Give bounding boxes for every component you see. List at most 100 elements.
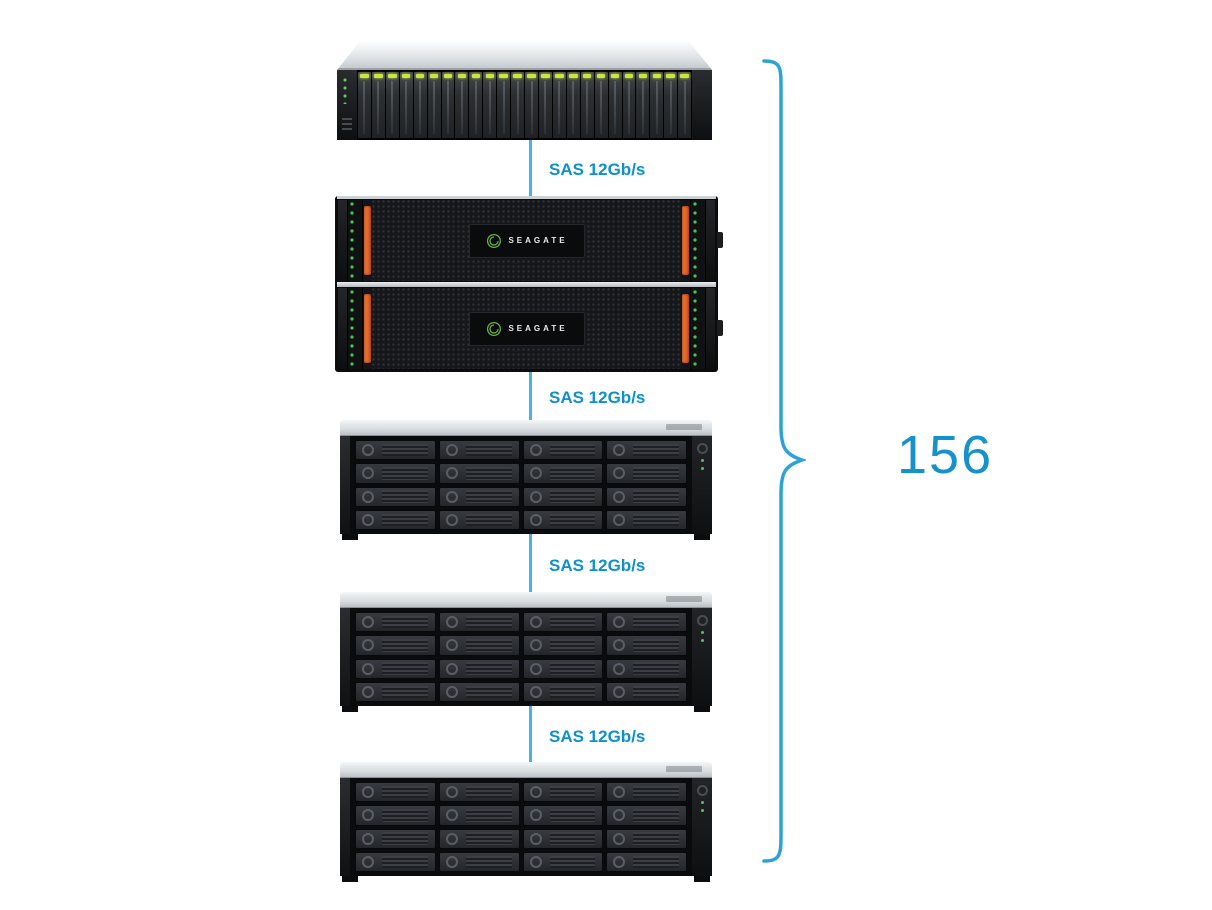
tray-lock-icon	[362, 855, 374, 868]
expansion-left-ear	[340, 778, 350, 876]
drive-tray	[438, 635, 520, 656]
drive-bay-handle	[446, 81, 449, 134]
drive-bay-handle	[669, 81, 672, 134]
seagate-swirl-icon	[486, 321, 501, 336]
drive-activity-led	[513, 74, 522, 78]
drive-activity-led	[666, 74, 675, 78]
drive-tray	[606, 851, 687, 872]
head-unit-right-ear	[692, 70, 712, 140]
drive-tray	[355, 440, 436, 461]
expansion-left-ear	[340, 608, 350, 706]
tray-vents	[382, 832, 428, 845]
seagate-wordmark: SEAGATE	[508, 324, 568, 333]
tray-lock-icon	[613, 685, 626, 698]
module-led-column	[347, 200, 363, 281]
status-panel	[692, 436, 712, 534]
drive-tray-grid	[350, 608, 692, 706]
tray-lock-icon	[529, 685, 542, 698]
status-led	[700, 809, 704, 812]
drive-tray	[438, 658, 520, 679]
drive-tray	[606, 782, 687, 803]
expansion-front-panel	[340, 436, 712, 534]
drive-bay-handle	[516, 81, 519, 134]
tray-vents	[382, 443, 428, 457]
drive-activity-led	[624, 74, 634, 78]
module-left-ear	[338, 200, 347, 281]
tray-vents	[465, 809, 512, 822]
tray-vents	[465, 467, 512, 480]
seagate-wordmark: SEAGATE	[508, 236, 568, 245]
tray-vents	[549, 832, 596, 845]
drive-bay	[525, 72, 538, 138]
drive-tray	[606, 805, 687, 826]
drive-tray	[522, 463, 604, 484]
tray-lock-icon	[529, 639, 542, 652]
tray-vents	[549, 490, 596, 503]
expansion-16bay-3	[340, 762, 712, 882]
drive-tray	[606, 658, 687, 679]
drive-tray	[355, 681, 436, 702]
expansion-top-trim	[340, 592, 712, 608]
drive-bay	[580, 72, 594, 138]
tray-vents	[382, 855, 428, 869]
module-divider-trim	[337, 282, 716, 287]
drive-activity-led	[415, 74, 425, 78]
drive-bay-handle	[655, 81, 658, 134]
tray-lock-icon	[529, 855, 542, 868]
drive-bay-handle	[363, 81, 366, 134]
module-handle-left	[364, 206, 371, 275]
rear-handle-knob	[717, 320, 723, 336]
drive-bay-handle	[586, 81, 589, 134]
model-label-chip	[666, 424, 702, 430]
drive-activity-led	[457, 74, 467, 78]
seagate-module-2: SEAGATE	[338, 288, 715, 369]
tray-lock-icon	[445, 616, 458, 629]
tray-vents	[382, 513, 428, 527]
drive-bay-handle	[544, 81, 547, 134]
tray-vents	[549, 685, 596, 699]
drive-activity-led	[680, 74, 689, 78]
drive-tray	[438, 828, 520, 849]
drive-tray	[606, 635, 687, 656]
tray-lock-icon	[613, 513, 626, 526]
tray-lock-icon	[362, 786, 374, 799]
drive-tray	[522, 805, 604, 826]
tray-lock-icon	[445, 786, 458, 799]
tray-lock-icon	[362, 444, 374, 457]
chassis-foot	[694, 706, 710, 712]
drive-activity-led	[527, 74, 536, 78]
tray-vents	[633, 443, 679, 457]
tray-lock-icon	[362, 616, 374, 629]
drive-bay	[455, 72, 469, 138]
tray-lock-icon	[613, 809, 626, 822]
drive-bay	[650, 72, 664, 138]
tray-lock-icon	[613, 490, 626, 503]
tray-vents	[382, 615, 428, 629]
module-handle-right	[682, 294, 689, 363]
chassis-foot	[342, 876, 358, 882]
module-handle-right	[682, 206, 689, 275]
drive-bay	[566, 72, 580, 138]
drive-bay-handle	[641, 81, 644, 134]
drive-activity-led	[388, 74, 397, 78]
tray-vents	[549, 662, 596, 675]
drive-bay-row	[357, 70, 692, 140]
module-handle-left	[364, 294, 371, 363]
tray-lock-icon	[445, 490, 458, 503]
sas-link-label-1: SAS 12Gb/s	[549, 160, 646, 179]
power-button-icon	[696, 785, 708, 796]
drive-tray	[522, 658, 604, 679]
drive-tray	[606, 828, 687, 849]
model-label-chip	[666, 766, 702, 772]
drive-tray	[522, 486, 604, 507]
drive-tray	[522, 440, 604, 461]
drive-bay	[497, 72, 511, 138]
drive-bay-handle	[474, 81, 477, 134]
tray-vents	[633, 785, 679, 799]
module-perforated-face: SEAGATE	[372, 200, 681, 281]
tray-vents	[382, 809, 428, 822]
drive-tray	[438, 509, 520, 530]
drive-tray	[355, 612, 436, 633]
drive-tray	[355, 463, 436, 484]
tray-vents	[465, 832, 512, 845]
